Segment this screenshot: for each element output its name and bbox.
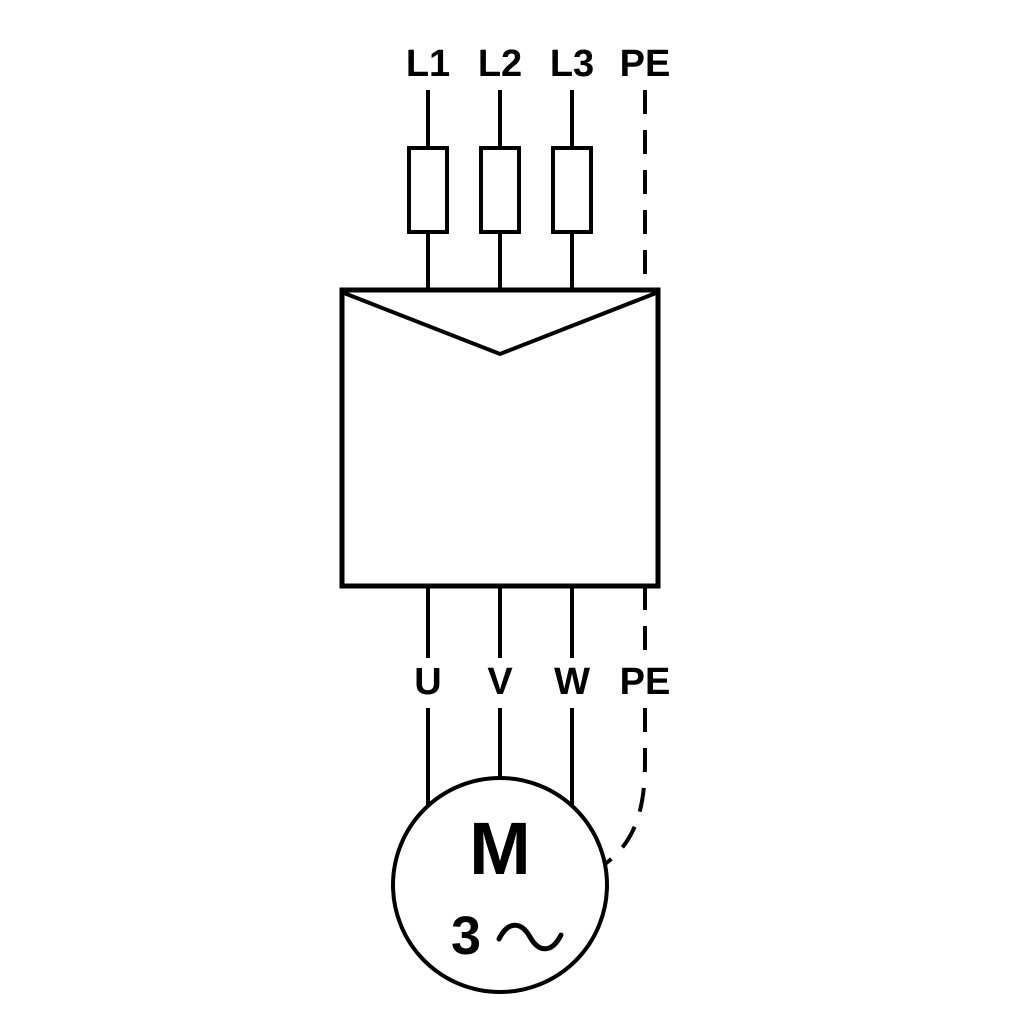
device-box-notch (343, 291, 657, 357)
motor-phase-count: 3 (451, 906, 481, 966)
motor-label-v: V (487, 661, 513, 703)
device-box (339, 287, 661, 589)
motor-designation: M (469, 807, 531, 890)
motor-label-w: W (554, 661, 590, 703)
fuse-l1-icon (407, 146, 449, 234)
supply-label-l1: L1 (406, 43, 450, 85)
fuse-l3-icon (551, 146, 593, 234)
supply-label-l2: L2 (478, 43, 522, 85)
motor-label-u: U (414, 661, 441, 703)
ac-tilde-icon (496, 922, 564, 952)
wire-pe-bottom-curve-dashed (603, 708, 647, 866)
motor-circle (391, 776, 609, 994)
fuse-l2-icon (479, 146, 521, 234)
motor-label-pe-bottom: PE (620, 661, 671, 703)
supply-label-l3: L3 (550, 43, 594, 85)
supply-label-pe-top: PE (620, 43, 671, 85)
